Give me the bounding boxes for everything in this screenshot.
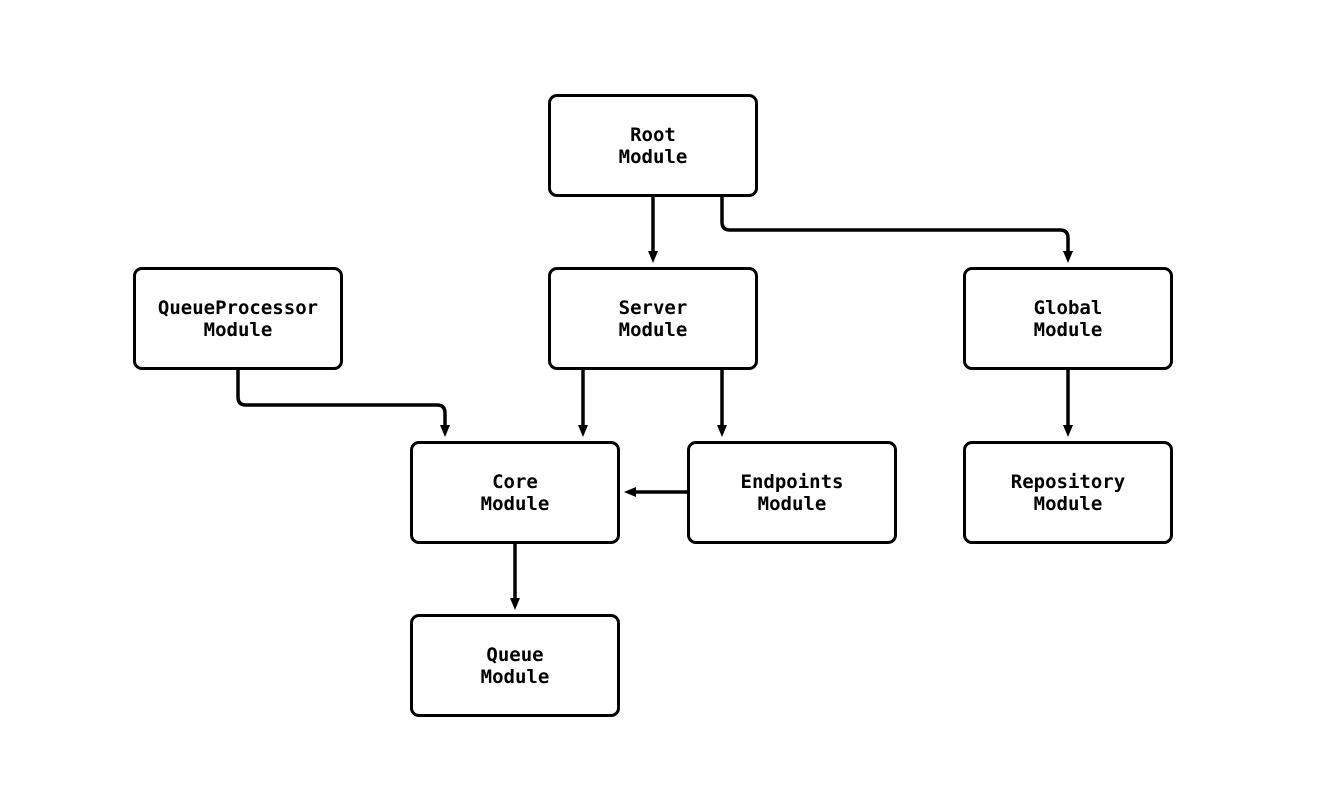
node-repository-module[interactable]: Repository Module [963,441,1173,544]
node-core-module-subtitle: Module [480,492,550,515]
edge-queueprocessor-to-core [236,370,450,437]
node-endpoints-module-title: Endpoints [740,470,844,493]
node-global-module-subtitle: Module [1033,318,1103,341]
node-core-module[interactable]: Core Module [410,441,620,544]
node-root-module-subtitle: Module [618,145,688,168]
node-server-module-title: Server [618,296,688,319]
node-endpoints-module-subtitle: Module [757,492,827,515]
node-repository-module-title: Repository [1010,470,1126,493]
node-global-module[interactable]: Global Module [963,267,1173,370]
node-root-module-title: Root [630,123,676,146]
node-queue-module-title: Queue [486,643,544,666]
node-global-module-title: Global [1033,296,1103,319]
node-queueprocessor-module[interactable]: QueueProcessor Module [133,267,343,370]
node-queueprocessor-module-subtitle: Module [203,318,273,341]
node-queueprocessor-module-title: QueueProcessor [157,296,319,319]
node-server-module[interactable]: Server Module [548,267,758,370]
node-root-module[interactable]: Root Module [548,94,758,197]
node-queue-module-subtitle: Module [480,665,550,688]
node-server-module-subtitle: Module [618,318,688,341]
node-queue-module[interactable]: Queue Module [410,614,620,717]
edge-root-to-global [720,197,1073,263]
node-core-module-title: Core [492,470,538,493]
node-repository-module-subtitle: Module [1033,492,1103,515]
node-endpoints-module[interactable]: Endpoints Module [687,441,897,544]
